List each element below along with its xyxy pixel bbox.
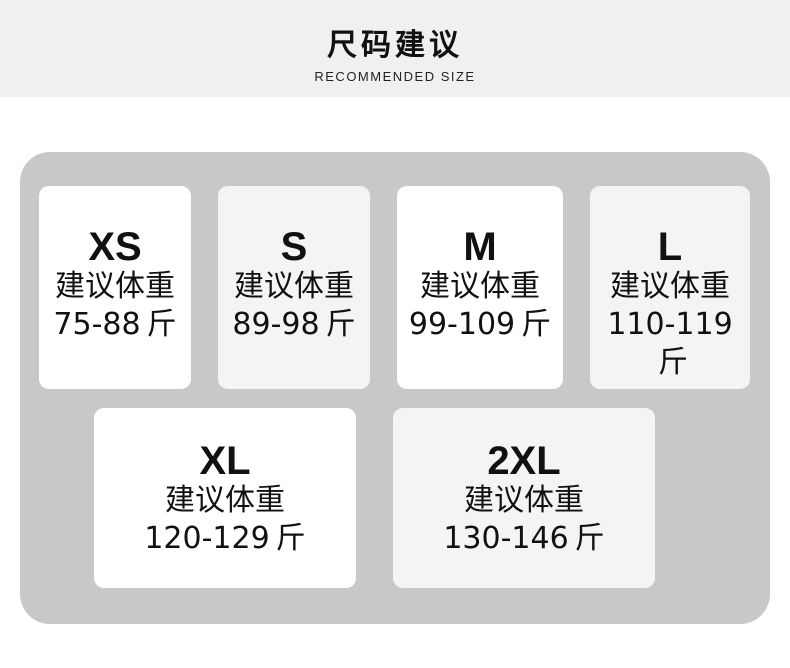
header-band <box>0 0 790 97</box>
size-label: S <box>280 225 308 269</box>
page-title: 尺码建议 <box>327 28 463 63</box>
size-label: 2XL <box>487 439 561 483</box>
weight-caption: 建议体重 <box>464 483 584 518</box>
size-card-l: L 建议体重 110-119斤 <box>590 186 750 389</box>
size-label: XS <box>88 225 142 269</box>
weight-caption: 建议体重 <box>610 269 730 304</box>
weight-caption: 建议体重 <box>234 269 354 304</box>
weight-caption: 建议体重 <box>165 483 285 518</box>
page-subtitle: RECOMMENDED SIZE <box>314 69 476 84</box>
size-label: M <box>463 225 497 269</box>
weight-range: 110-119斤 <box>607 307 733 380</box>
size-label: XL <box>199 439 251 483</box>
size-label: L <box>657 225 683 269</box>
weight-caption: 建议体重 <box>420 269 540 304</box>
weight-caption: 建议体重 <box>55 269 175 304</box>
